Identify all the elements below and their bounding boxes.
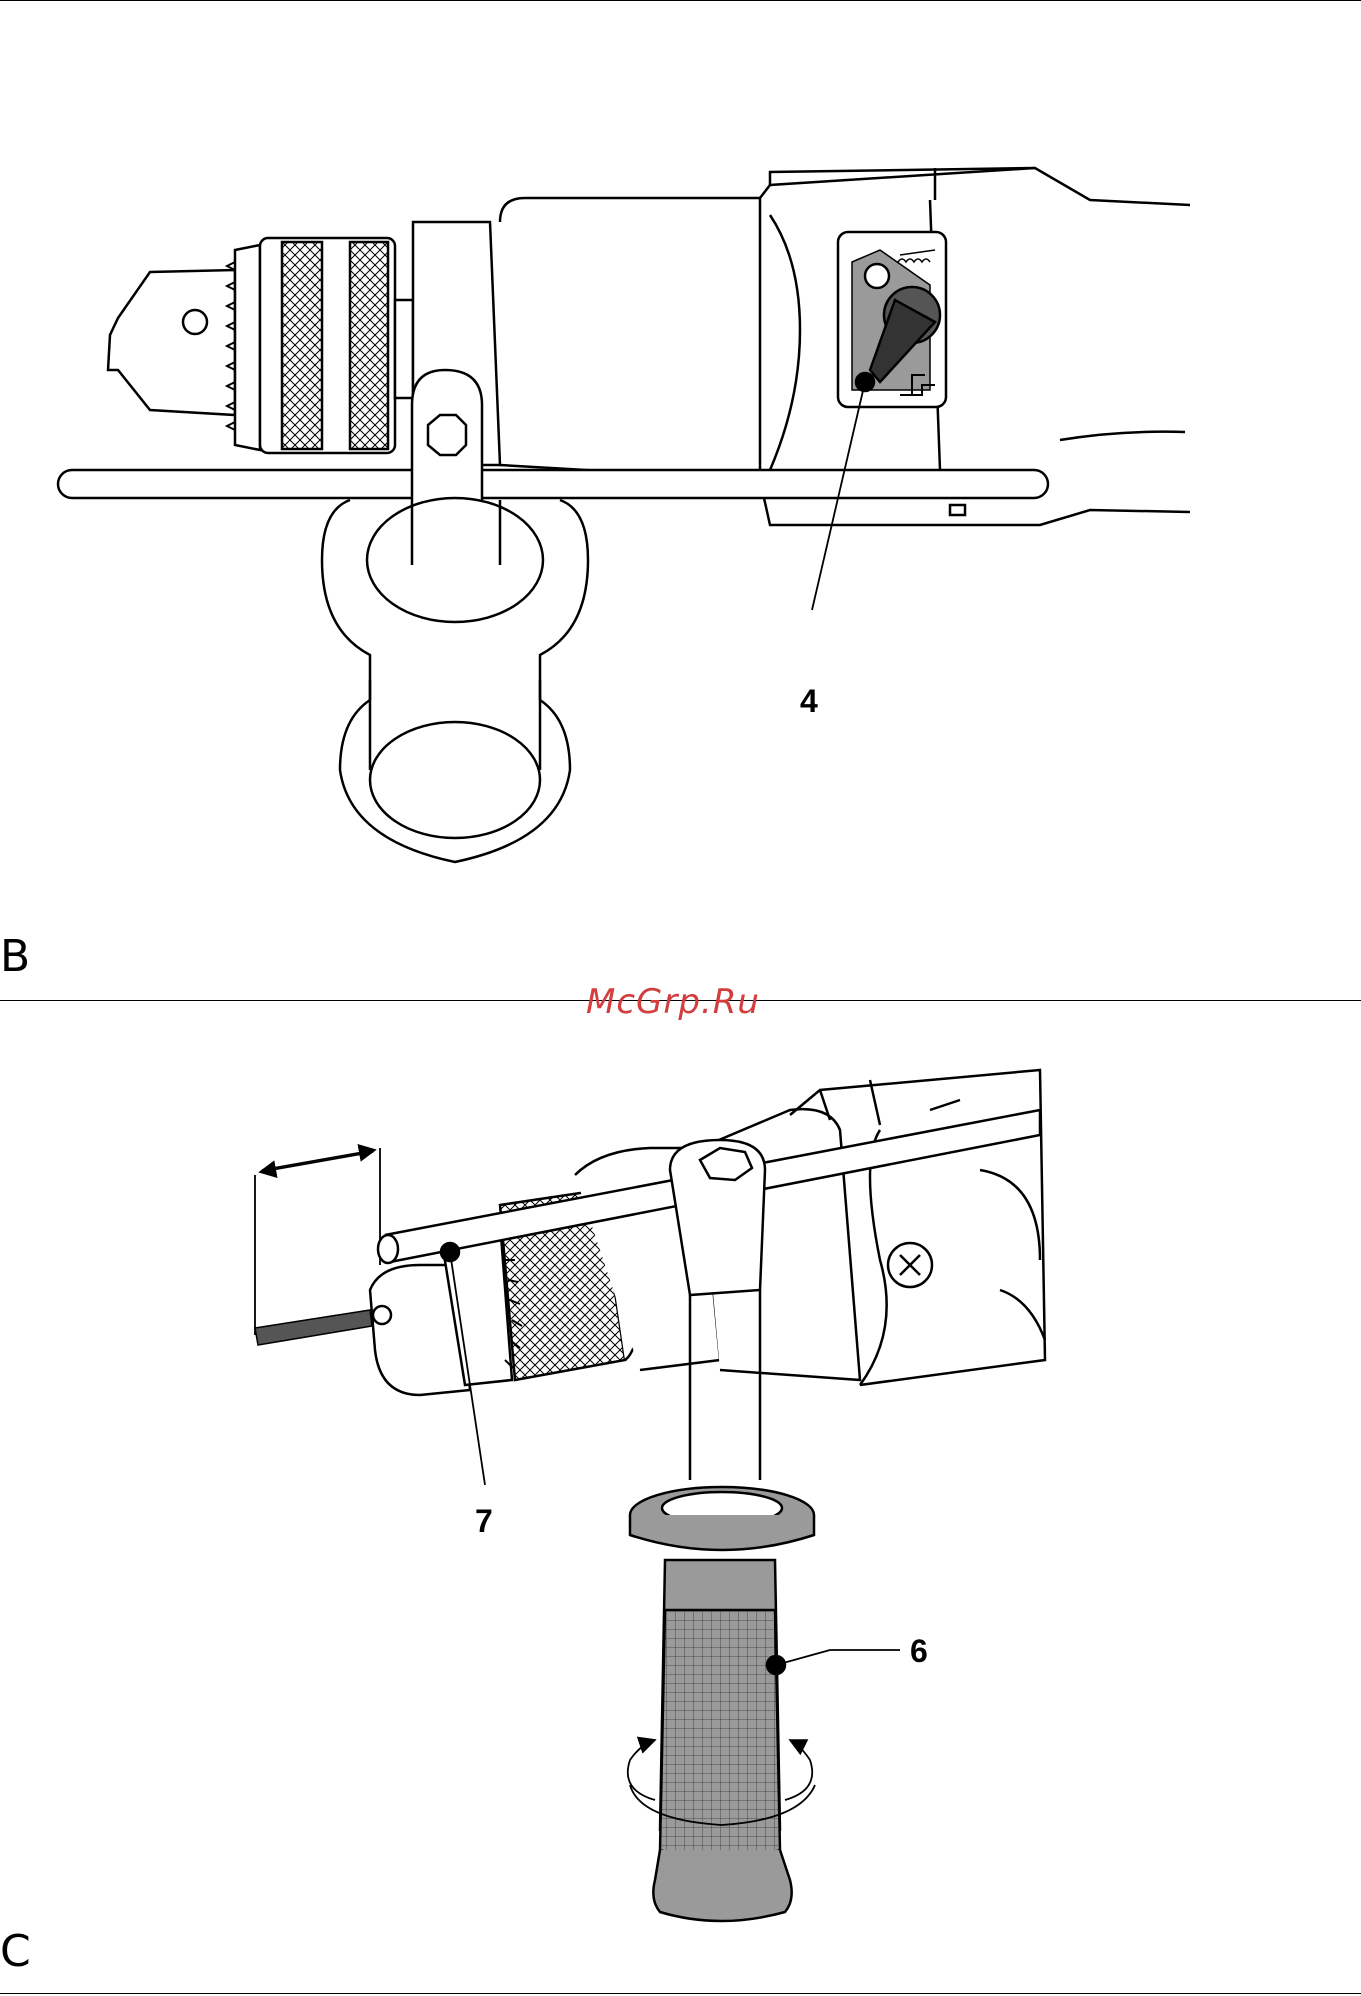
watermark-text: McGrp.Ru — [586, 985, 760, 1019]
figure-c-drill-perspective — [255, 1070, 1045, 1921]
figure-b-drill-side-view — [58, 168, 1190, 862]
section-letter-c: C — [0, 1930, 31, 1974]
callout-7: 7 — [475, 1503, 493, 1539]
callout-6: 6 — [910, 1633, 928, 1669]
section-letter-b: B — [0, 935, 30, 979]
callout-4: 4 — [800, 683, 818, 719]
